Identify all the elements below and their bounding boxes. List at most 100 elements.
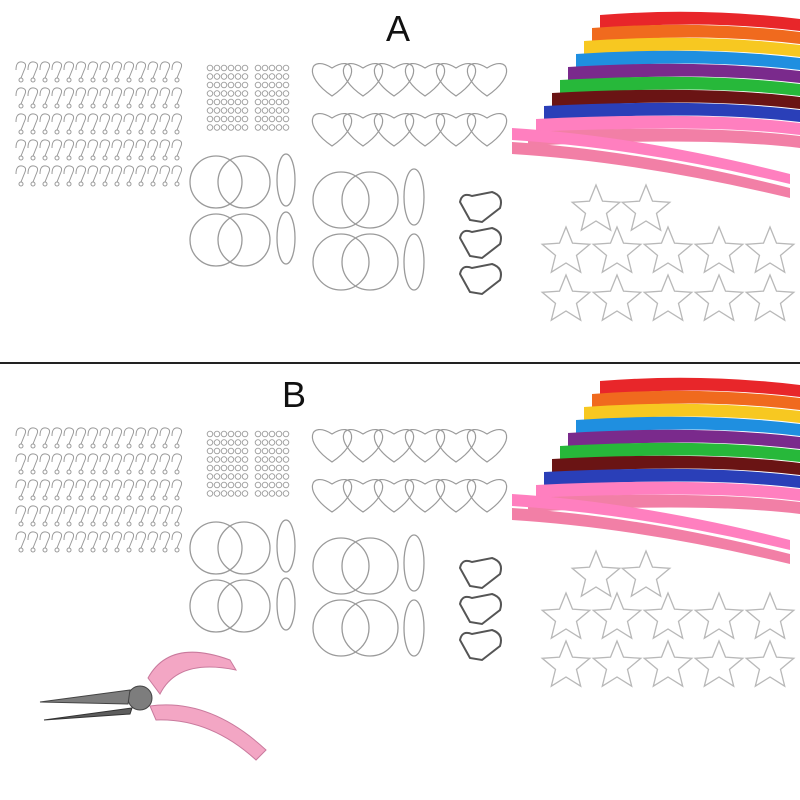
- hook-ring: [90, 155, 96, 161]
- jump-ring: [268, 124, 276, 131]
- hook-ring: [114, 103, 120, 109]
- hook-ring: [30, 495, 36, 501]
- hook-ring: [174, 129, 180, 135]
- hook-ring: [102, 181, 108, 187]
- hook-ring: [138, 469, 144, 475]
- round-hoop: [312, 537, 370, 595]
- hook-ring: [150, 521, 156, 527]
- hook-ring: [162, 155, 168, 161]
- jump-ring: [261, 81, 269, 89]
- jump-ring: [241, 473, 249, 480]
- earring-hook: [87, 479, 99, 497]
- hook-ring: [138, 495, 144, 501]
- earring-hook: [27, 61, 39, 79]
- jump-ring: [213, 447, 221, 455]
- pipe-cleaner: [552, 455, 800, 475]
- hook-ring: [42, 103, 48, 109]
- plier-jaw-lower: [43, 707, 133, 721]
- hook-ring: [90, 103, 96, 109]
- star-hoop: [642, 639, 694, 688]
- jump-ring: [220, 81, 228, 89]
- jump-ring: [268, 447, 276, 455]
- earring-hook: [39, 165, 51, 183]
- star-hoop: [744, 273, 796, 322]
- jump-ring: [241, 124, 249, 131]
- earring-hook: [111, 87, 123, 105]
- heart-hoop: [373, 113, 415, 147]
- earring-hook: [63, 479, 75, 497]
- hook-ring: [66, 155, 72, 161]
- jump-ring: [227, 107, 235, 114]
- hook-ring: [174, 495, 180, 501]
- hook-ring: [66, 77, 72, 83]
- earring-hook: [111, 427, 123, 445]
- earring-hook: [63, 531, 75, 549]
- heart-hoop: [373, 429, 415, 463]
- earring-hook: [147, 453, 159, 471]
- hook-ring: [162, 469, 168, 475]
- jump-ring: [220, 464, 228, 472]
- jump-ring: [234, 464, 242, 472]
- earring-hook: [123, 87, 135, 105]
- jump-ring: [268, 81, 276, 89]
- earring-hook: [51, 139, 63, 157]
- jump-ring: [261, 490, 269, 497]
- earring-hook: [99, 427, 111, 445]
- earring-hook: [75, 453, 87, 471]
- earring-hook: [87, 427, 99, 445]
- hook-ring: [138, 77, 144, 83]
- earring-hook: [171, 531, 183, 549]
- pipe-cleaner: [560, 442, 800, 462]
- pipe-cleaner: [576, 50, 800, 70]
- earring-hook: [171, 453, 183, 471]
- jump-ring: [220, 490, 228, 497]
- hook-ring: [66, 129, 72, 135]
- earring-hook: [147, 427, 159, 445]
- star-hoop: [693, 639, 745, 688]
- earring-hook: [135, 531, 147, 549]
- hook-ring: [42, 155, 48, 161]
- jump-ring: [241, 430, 249, 438]
- earring-hook: [27, 505, 39, 523]
- hook-ring: [138, 547, 144, 553]
- hook-ring: [30, 103, 36, 109]
- earring-hook: [87, 531, 99, 549]
- round-hoop: [341, 599, 399, 657]
- hook-ring: [150, 103, 156, 109]
- jump-ring: [227, 447, 235, 455]
- earring-hook: [51, 427, 63, 445]
- jump-ring: [234, 115, 242, 123]
- hook-ring: [150, 155, 156, 161]
- hook-ring: [174, 181, 180, 187]
- jump-ring: [282, 473, 290, 480]
- earring-hook: [159, 113, 171, 131]
- earring-hook: [111, 61, 123, 79]
- hook-ring: [78, 155, 84, 161]
- hook-ring: [66, 469, 72, 475]
- jump-ring: [261, 64, 269, 72]
- jump-ring: [213, 430, 221, 438]
- jump-ring: [241, 81, 249, 89]
- earring-hook: [75, 139, 87, 157]
- pipe-cleaner: [592, 390, 800, 410]
- round-hoop: [341, 537, 399, 595]
- earring-hook: [27, 87, 39, 105]
- earring-hook: [15, 453, 27, 471]
- hook-ring: [42, 521, 48, 527]
- earring-hook: [75, 113, 87, 131]
- star-hoop: [693, 273, 745, 322]
- jump-ring: [213, 124, 221, 131]
- earring-hook: [159, 61, 171, 79]
- jump-ring: [268, 430, 276, 438]
- jump-ring: [268, 107, 276, 114]
- earring-hook: [15, 479, 27, 497]
- earring-hook: [15, 139, 27, 157]
- hook-ring: [54, 103, 60, 109]
- earring-hook: [51, 453, 63, 471]
- earring-hook: [75, 61, 87, 79]
- hook-ring: [138, 103, 144, 109]
- jump-ring: [282, 64, 290, 72]
- panel-divider: [0, 362, 800, 364]
- hook-ring: [78, 181, 84, 187]
- star-hoop: [591, 639, 643, 688]
